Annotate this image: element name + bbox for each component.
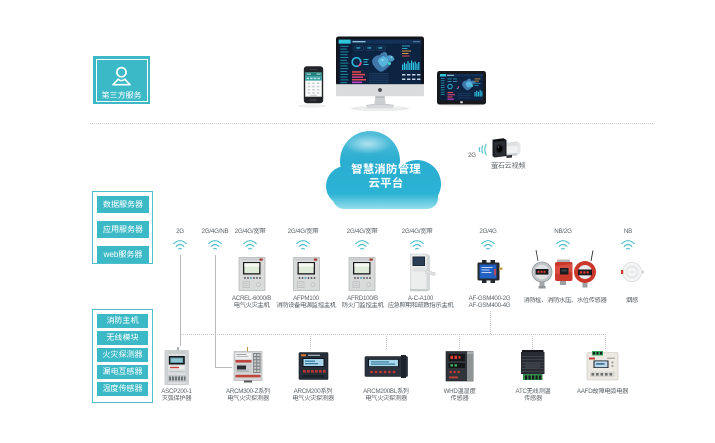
svg-text:云平台: 云平台 bbox=[369, 175, 404, 191]
svg-text:智慧消防管理: 智慧消防管理 bbox=[351, 161, 421, 177]
